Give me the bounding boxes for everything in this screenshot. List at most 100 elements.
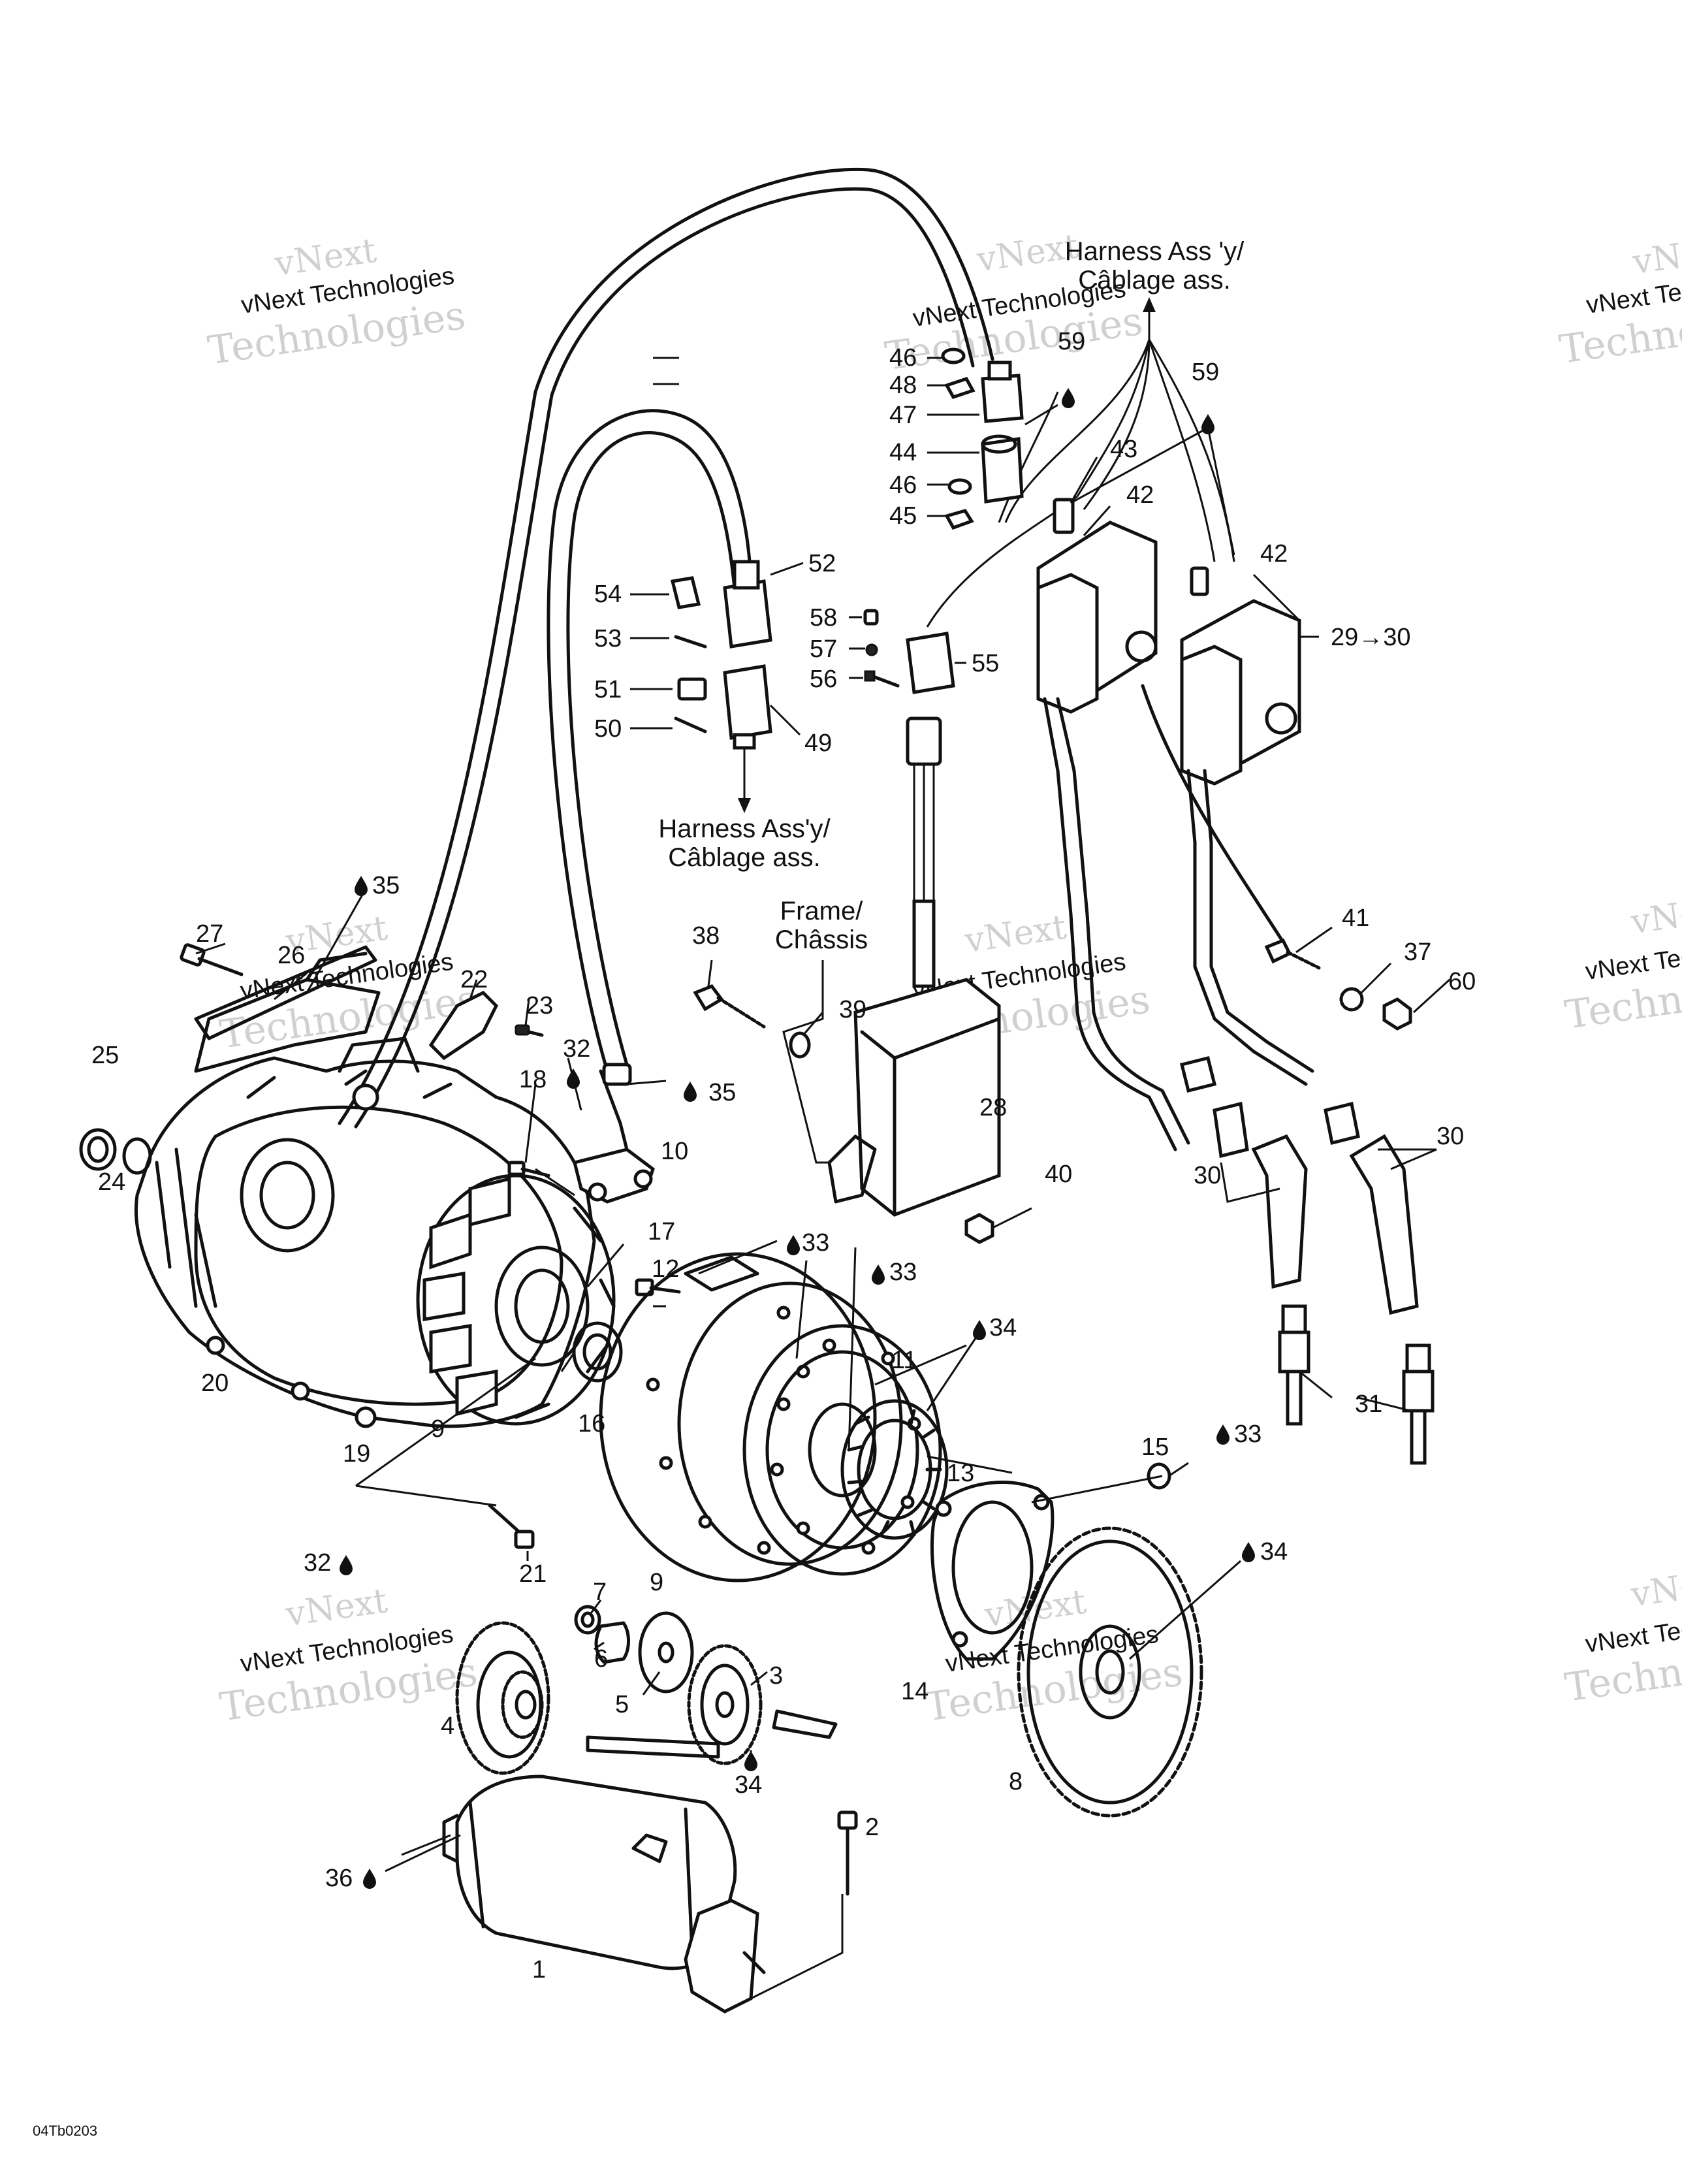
leader-lines (195, 357, 1451, 1872)
part-number: 18 (519, 1066, 547, 1093)
spark-plug-boot-left (1179, 1055, 1308, 1289)
part-number: 2 (865, 1814, 879, 1841)
part-number: 32 (563, 1035, 590, 1063)
part-number: 29→30 (1331, 624, 1411, 651)
pin-53 (674, 635, 707, 649)
plug-25 (79, 1128, 117, 1171)
ignition-coil-left (1036, 521, 1158, 1014)
part-number: 49 (804, 730, 832, 757)
part-number: 34 (989, 1314, 1017, 1341)
washer-37 (1339, 987, 1364, 1012)
part-number: 25 (91, 1042, 119, 1069)
drop-icon (355, 876, 368, 896)
part-number: 10 (661, 1138, 688, 1165)
part-number: 53 (594, 625, 622, 652)
part-number: 46 (889, 472, 917, 499)
part-number: 24 (98, 1168, 125, 1196)
part-number: 39 (839, 996, 866, 1023)
part-number: 58 (810, 604, 837, 632)
part-numbers: 1 2 3 4 5 6 7 8 9 9 10 11 12 13 14 15 16… (91, 328, 1476, 1983)
watermark-line1: vNext (1628, 889, 1682, 942)
trigger-coil-10 (572, 1063, 655, 1204)
part-number: 27 (196, 920, 223, 948)
washer-39 (789, 1031, 811, 1059)
part-number: 7 (593, 1579, 607, 1606)
connector-55 (906, 632, 955, 694)
part-number: 42 (1260, 540, 1288, 568)
part-number: 57 (810, 635, 837, 663)
part-number: 33 (802, 1229, 829, 1257)
part-number: 40 (1045, 1161, 1072, 1188)
part-number: 8 (1009, 1768, 1023, 1795)
part-number: 22 (460, 966, 488, 993)
ignition-coil-right (1180, 599, 1314, 1086)
part-number: 9 (431, 1415, 445, 1443)
part-number: 34 (735, 1771, 762, 1799)
washer-5 (638, 1611, 694, 1694)
connector-44 (981, 434, 1024, 504)
terminal-45 (944, 509, 974, 530)
drop-icon (1242, 1542, 1255, 1562)
part-number: 9 (650, 1569, 663, 1596)
part-number: 6 (594, 1645, 608, 1673)
screw-23 (515, 1024, 544, 1037)
gear-3 (687, 1644, 763, 1765)
terminal-54 (670, 576, 701, 609)
bracket-26 (194, 945, 377, 1040)
drop-icon (1216, 1424, 1230, 1445)
spark-plug-right-31 (1402, 1343, 1435, 1465)
part-number: 56 (810, 666, 837, 693)
part-number: 37 (1404, 939, 1431, 966)
part-number: 44 (889, 439, 917, 466)
drop-icon (567, 1068, 580, 1089)
part-number: 30 (1194, 1162, 1221, 1189)
watermark-line1: vNext (1628, 1562, 1682, 1614)
drop-icon (787, 1235, 800, 1255)
plug-58 (863, 609, 879, 626)
drop-icon (363, 1869, 376, 1889)
part-number: 15 (1141, 1434, 1169, 1461)
part-number: 42 (1126, 481, 1154, 509)
part-number: 3 (769, 1662, 783, 1690)
part-number: 17 (648, 1218, 675, 1245)
bushing-6 (594, 1621, 630, 1664)
part-number: 4 (441, 1712, 454, 1740)
gear-4 (455, 1621, 550, 1775)
part-number: 12 (652, 1255, 679, 1283)
watermark-line1: vNext (962, 908, 1069, 961)
seal-16 (572, 1321, 623, 1383)
frame-label-line2: Châssis (775, 925, 868, 954)
watermark-line1: vNext (981, 1582, 1088, 1635)
connector-49 (723, 664, 772, 813)
ring-gear-11 (742, 1324, 942, 1576)
magneto-housing (135, 952, 596, 1428)
pin-50 (674, 716, 707, 733)
flywheel-9 (599, 1252, 903, 1582)
part-number: 59 (1192, 359, 1219, 386)
connector-47 (981, 361, 1024, 423)
bolt-27 (180, 943, 244, 976)
part-number: 33 (1234, 1421, 1262, 1448)
cover-22 (428, 990, 499, 1061)
part-number: 41 (1342, 905, 1369, 932)
drop-icon (872, 1264, 885, 1285)
bolt-2 (837, 1810, 858, 1896)
sprague-clutch-13 (840, 1399, 949, 1540)
part-number: 16 (578, 1410, 605, 1437)
screw-41 (1264, 938, 1321, 970)
nut-60 (1382, 997, 1412, 1031)
drop-icon (973, 1320, 986, 1340)
part-number: 54 (594, 581, 622, 608)
pin-56 (864, 670, 900, 688)
part-number: 28 (979, 1094, 1007, 1121)
gear-8 (1017, 1526, 1203, 1818)
part-number: 19 (343, 1440, 370, 1468)
part-number: 23 (526, 992, 553, 1020)
stator-9 (416, 1174, 616, 1426)
part-number: 36 (325, 1865, 353, 1892)
part-number: 30 (1436, 1123, 1464, 1150)
screw-38 (693, 984, 766, 1029)
part-number: 50 (594, 715, 622, 743)
spark-plug-left-31 (1278, 1304, 1310, 1426)
harness-label-top-line1: Harness Ass 'y/ (1065, 237, 1245, 266)
